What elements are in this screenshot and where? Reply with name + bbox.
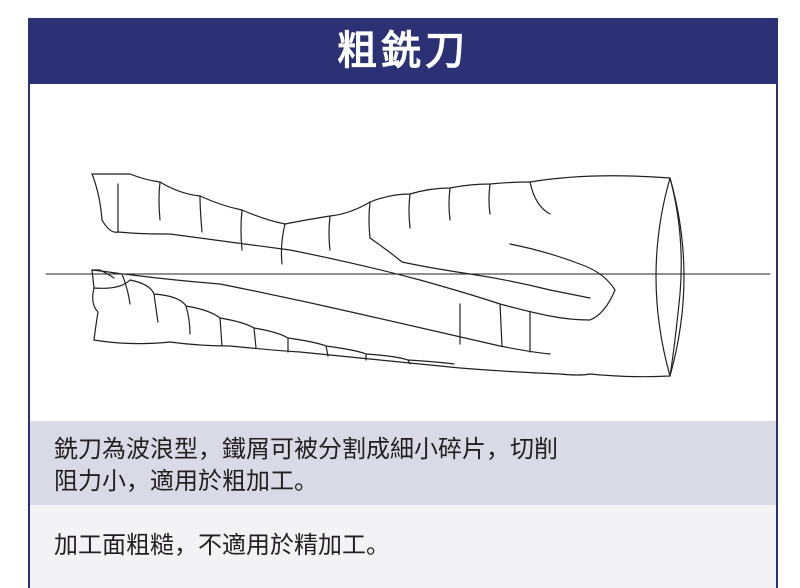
description-line-3: 加工面粗糙，不適用於精加工。 xyxy=(54,531,390,559)
description-advantages: 銑刀為波浪型，鐵屑可被分割成細小碎片，切削 阻力小，適用於粗加工。 xyxy=(30,421,776,505)
lower-flute-outline xyxy=(91,269,591,376)
tip-detail xyxy=(91,269,115,279)
shank-outline xyxy=(529,175,682,378)
flute-edge xyxy=(369,237,591,299)
lower-scallops xyxy=(91,269,455,365)
lower-ridges xyxy=(93,273,551,355)
shank-end xyxy=(655,177,685,377)
info-card: 粗銑刀 xyxy=(28,18,778,588)
description-line-1: 銑刀為波浪型，鐵屑可被分割成細小碎片，切削 xyxy=(54,435,558,463)
title-bar: 粗銑刀 xyxy=(30,18,776,84)
upper-flute-outline xyxy=(91,173,531,225)
diagram-area xyxy=(30,84,776,421)
roughing-end-mill-drawing xyxy=(45,173,771,378)
description-line-2: 阻力小，適用於粗加工。 xyxy=(54,467,318,495)
page-title: 粗銑刀 xyxy=(337,28,469,74)
upper-scallops xyxy=(91,173,551,265)
description-limitations: 加工面粗糙，不適用於精加工。 xyxy=(30,505,776,588)
